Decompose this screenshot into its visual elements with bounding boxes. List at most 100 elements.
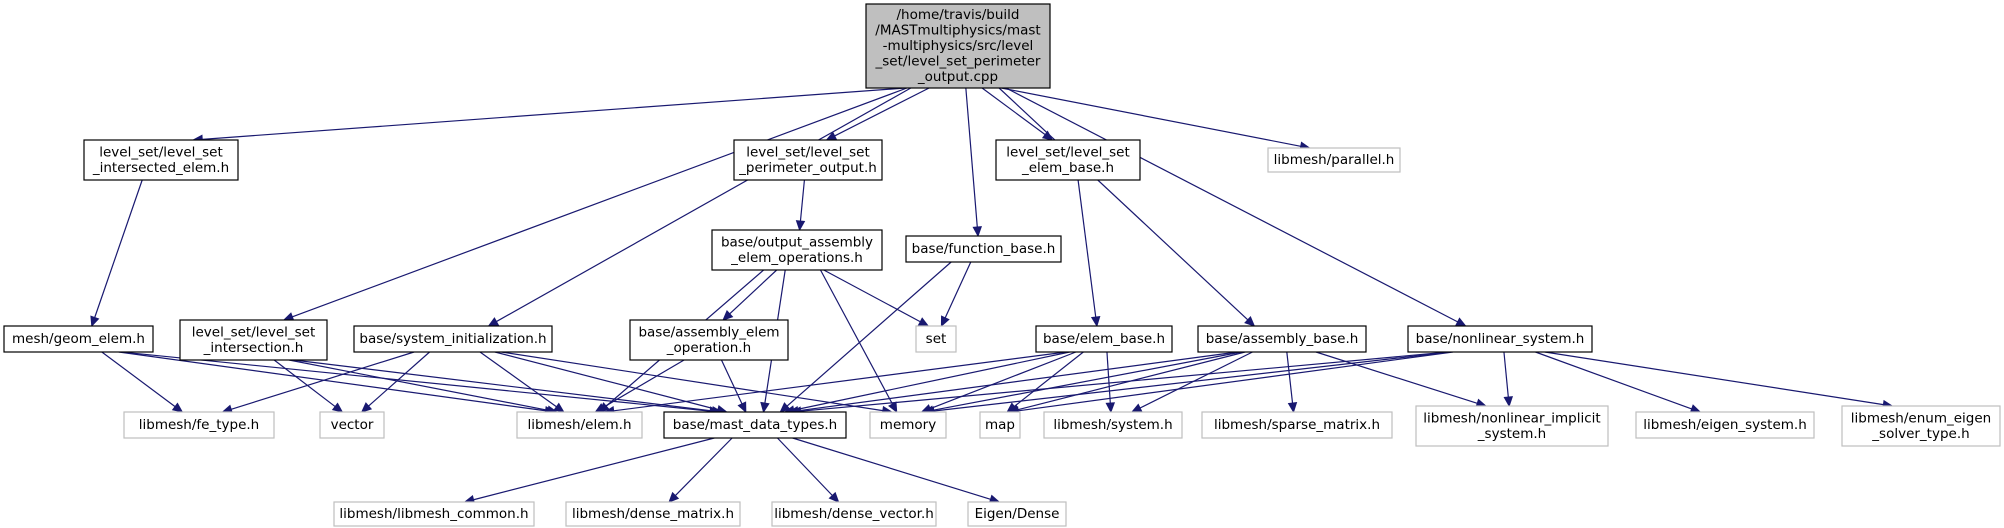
- node-label-level-set-level-set-intersected-elem-h-0: level_set/level_set: [99, 144, 223, 160]
- node-mesh-geom-elem-h[interactable]: mesh/geom_elem.h: [3, 325, 154, 353]
- edge-lsie-to-ge: [94, 179, 143, 318]
- edge-eb-to-elem: [613, 351, 1067, 412]
- node-box-base-elem-base-h: [1035, 325, 1173, 353]
- edge-root-to-lseb: [981, 87, 1046, 136]
- arrowhead-mdt-to-dv: [828, 491, 840, 503]
- edge-mdt-to-ed: [792, 437, 991, 500]
- arrowhead-lsie-to-ge: [90, 315, 100, 328]
- node-box-libmesh-enum-eigen-solver-type-h: [1841, 405, 2001, 447]
- node-label-level-set-level-set-elem-base-h-1: _elem_base.h: [1021, 160, 1114, 176]
- node-base-nonlinear-system-h[interactable]: base/nonlinear_system.h: [1407, 325, 1593, 353]
- node-libmesh-parallel-h: libmesh/parallel.h: [1267, 147, 1401, 173]
- node-box-set: [915, 325, 957, 353]
- node-label-libmesh-parallel-h-0: libmesh/parallel.h: [1274, 152, 1395, 168]
- node-base-output-assembly-elem-operations-h[interactable]: base/output_assembly_elem_operations.h: [711, 229, 883, 271]
- edge-root-to-fb: [965, 87, 978, 228]
- node-label-level-set-level-set-intersected-elem-h-1: _intersected_elem.h: [92, 160, 229, 176]
- node-box-libmesh-system-h: [1043, 411, 1183, 439]
- node-base-system-initialization-h[interactable]: base/system_initialization.h: [353, 325, 553, 353]
- node-box-libmesh-eigen-system-h: [1635, 411, 1815, 439]
- arrowhead-ab-to-spm: [1287, 402, 1298, 414]
- node-label-map-0: map: [985, 417, 1015, 433]
- arrowhead-si-to-vec: [360, 402, 373, 413]
- node-base-elem-base-h[interactable]: base/elem_base.h: [1035, 325, 1173, 353]
- node-level-set-level-set-perimeter-output-h[interactable]: level_set/level_set_perimeter_output.h: [733, 139, 883, 181]
- edge-ns-to-mem: [933, 351, 1451, 412]
- arrowhead-eb-to-sys: [1105, 402, 1116, 414]
- node-level-set-level-set-intersection-h[interactable]: level_set/level_set_intersection.h: [179, 319, 328, 361]
- node-label-home-travis-build-mastmultiphysics-mast-multiphysics-src-level-set-level-set-perimeter-output-cpp-4: _output.cpp: [917, 69, 998, 85]
- edge-ab-to-nis: [1315, 351, 1478, 404]
- node-label-libmesh-fe-type-h-0: libmesh/fe_type.h: [139, 417, 259, 433]
- edge-eb-to-map: [1013, 351, 1084, 407]
- node-label-level-set-level-set-perimeter-output-h-0: level_set/level_set: [746, 144, 870, 160]
- edge-oaeo-to-set: [823, 269, 921, 323]
- node-base-assembly-base-h[interactable]: base/assembly_base.h: [1197, 325, 1367, 353]
- edge-ab-to-mdt: [797, 351, 1238, 412]
- node-base-mast-data-types-h[interactable]: base/mast_data_types.h: [663, 411, 847, 439]
- arrowhead-oaeo-to-mem: [888, 401, 898, 414]
- arrowhead-mdt-to-dm: [668, 491, 680, 503]
- node-box-level-set-level-set-elem-base-h: [995, 139, 1141, 181]
- arrowhead-fb-to-set: [940, 315, 950, 328]
- node-libmesh-libmesh-common-h: libmesh/libmesh_common.h: [333, 501, 535, 527]
- node-label-base-output-assembly-elem-operations-h-1: _elem_operations.h: [730, 250, 863, 266]
- arrowhead-oaeo-to-aeo: [722, 310, 734, 321]
- edge-ns-to-nis: [1503, 351, 1509, 398]
- node-libmesh-dense-vector-h: libmesh/dense_vector.h: [771, 501, 937, 527]
- nodes-layer: /home/travis/build/MASTmultiphysics/mast…: [3, 3, 2001, 527]
- edge-ge-to-mdt: [121, 351, 711, 412]
- edge-root-to-lsie: [202, 87, 906, 140]
- node-box-base-system-initialization-h: [353, 325, 553, 353]
- node-label-level-set-level-set-elem-base-h-0: level_set/level_set: [1006, 144, 1130, 160]
- node-box-level-set-level-set-intersection-h: [179, 319, 328, 361]
- arrowhead-root-to-ns: [1455, 317, 1467, 327]
- node-home-travis-build-mastmultiphysics-mast-multiphysics-src-level-set-level-set-perimeter-output-cpp[interactable]: /home/travis/build/MASTmultiphysics/mast…: [865, 3, 1051, 89]
- edge-lspo-to-oaeo: [799, 179, 806, 222]
- node-base-function-base-h[interactable]: base/function_base.h: [905, 235, 1062, 263]
- edge-ab-to-mem: [932, 351, 1242, 411]
- node-label-base-mast-data-types-h-0: base/mast_data_types.h: [673, 417, 837, 433]
- node-label-home-travis-build-mastmultiphysics-mast-multiphysics-src-level-set-level-set-perimeter-output-cpp-2: -multiphysics/src/level: [883, 38, 1034, 54]
- edge-lseb-to-eb: [1077, 179, 1097, 318]
- node-label-libmesh-libmesh-common-h-0: libmesh/libmesh_common.h: [339, 506, 528, 522]
- node-level-set-level-set-intersected-elem-h[interactable]: level_set/level_set_intersected_elem.h: [83, 139, 239, 181]
- node-set: set: [915, 325, 957, 353]
- node-box-map: [979, 411, 1021, 439]
- node-box-libmesh-dense-vector-h: [771, 501, 937, 527]
- edge-root-to-par: [1001, 87, 1301, 147]
- node-box-base-nonlinear-system-h: [1407, 325, 1593, 353]
- arrowhead-ns-to-nis: [1503, 396, 1514, 408]
- node-box-base-function-base-h: [905, 235, 1062, 263]
- edge-root-to-lspo: [834, 87, 930, 137]
- edge-mdt-to-dv: [777, 437, 833, 496]
- node-box-memory: [869, 411, 947, 439]
- node-label-libmesh-enum-eigen-solver-type-h-0: libmesh/enum_eigen: [1851, 410, 1991, 426]
- arrowhead-lspo-to-oaeo: [795, 220, 806, 232]
- node-box-libmesh-elem-h: [516, 411, 643, 439]
- node-libmesh-enum-eigen-solver-type-h: libmesh/enum_eigen_solver_type.h: [1841, 405, 2001, 447]
- node-label-home-travis-build-mastmultiphysics-mast-multiphysics-src-level-set-level-set-perimeter-output-cpp-0: /home/travis/build: [896, 7, 1019, 23]
- node-box-vector: [319, 411, 385, 439]
- node-label-base-assembly-base-h-0: base/assembly_base.h: [1206, 331, 1359, 347]
- node-label-level-set-level-set-intersection-h-0: level_set/level_set: [192, 324, 316, 340]
- edge-root-to-lsi: [292, 87, 908, 318]
- node-memory: memory: [869, 411, 947, 439]
- node-box-libmesh-parallel-h: [1267, 147, 1401, 173]
- arrowhead-root-to-ab: [1244, 316, 1256, 327]
- node-level-set-level-set-elem-base-h[interactable]: level_set/level_set_elem_base.h: [995, 139, 1141, 181]
- node-label-libmesh-enum-eigen-solver-type-h-1: _solver_type.h: [1871, 426, 1969, 442]
- node-label-libmesh-dense-vector-h-0: libmesh/dense_vector.h: [774, 506, 934, 522]
- node-box-base-assembly-elem-operation-h: [629, 319, 789, 361]
- node-base-assembly-elem-operation-h[interactable]: base/assembly_elem_operation.h: [629, 319, 789, 361]
- edge-fb-to-mdt: [786, 261, 952, 407]
- node-label-memory-0: memory: [880, 417, 936, 433]
- arrowhead-root-to-fb: [972, 226, 982, 238]
- node-libmesh-elem-h: libmesh/elem.h: [516, 411, 643, 439]
- node-label-libmesh-nonlinear-implicit-system-h-1: _system.h: [1477, 426, 1546, 442]
- node-box-level-set-level-set-perimeter-output-h: [733, 139, 883, 181]
- node-label-base-assembly-elem-operation-h-0: base/assembly_elem: [638, 324, 779, 340]
- node-box-libmesh-libmesh-common-h: [333, 501, 535, 527]
- edge-mdt-to-dm: [674, 437, 733, 497]
